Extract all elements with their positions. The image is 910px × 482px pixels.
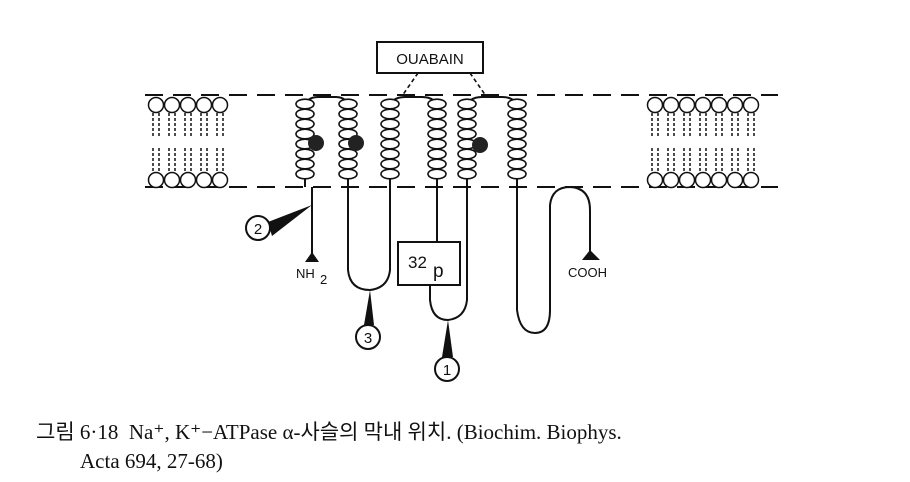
helix-turn bbox=[507, 168, 527, 180]
helix-turn bbox=[380, 118, 400, 130]
helix-turn bbox=[507, 128, 527, 140]
caption-text: Na⁺, K⁺−ATPase α-사슬의 막내 위치. (Biochim. Bi… bbox=[128, 420, 622, 444]
membrane-boundaries bbox=[145, 94, 778, 188]
helix-turn bbox=[427, 118, 447, 130]
helix-turn bbox=[457, 148, 477, 160]
site-1: 1 bbox=[434, 320, 460, 382]
svg-text:2: 2 bbox=[320, 272, 327, 287]
helix-turn bbox=[507, 138, 527, 150]
phosphorylation-label: 32 bbox=[408, 253, 427, 272]
transmembrane-helices bbox=[295, 98, 527, 180]
helix-turn bbox=[380, 108, 400, 120]
site-2: 2 bbox=[245, 205, 312, 241]
helix-turn bbox=[380, 148, 400, 160]
phosphorylation-sub: p bbox=[433, 261, 444, 282]
binding-dots bbox=[308, 135, 488, 153]
caption-reference: Acta 694, 27-68) bbox=[80, 449, 223, 473]
helix-turn bbox=[457, 128, 477, 140]
ouabain-box: OUABAIN bbox=[376, 41, 487, 97]
helix-turn bbox=[457, 98, 477, 110]
helix-turn bbox=[507, 118, 527, 130]
helix-turn bbox=[427, 158, 447, 170]
helix-turn bbox=[380, 98, 400, 110]
helix-turn bbox=[427, 168, 447, 180]
phosphorylation-box: 32 p bbox=[397, 241, 461, 286]
helix-turn bbox=[338, 118, 358, 130]
helix-turn bbox=[380, 138, 400, 150]
helix-turn bbox=[295, 158, 315, 170]
helix-turn bbox=[295, 108, 315, 120]
helix-turn bbox=[380, 158, 400, 170]
helix-turn bbox=[295, 148, 315, 160]
svg-text:1: 1 bbox=[443, 362, 451, 379]
helix-turn bbox=[457, 108, 477, 120]
helix-turn bbox=[338, 158, 358, 170]
helix-turn bbox=[338, 168, 358, 180]
site-3: 3 bbox=[355, 290, 381, 350]
helix-turn bbox=[457, 118, 477, 130]
figure-caption: 그림 6·18 Na⁺, K⁺−ATPase α-사슬의 막내 위치. (Bio… bbox=[36, 418, 622, 476]
lipid-bilayer-left bbox=[147, 96, 229, 189]
helix-turn bbox=[427, 108, 447, 120]
helix-turn bbox=[507, 98, 527, 110]
ouabain-label: OUABAIN bbox=[396, 51, 464, 68]
svg-text:COOH: COOH bbox=[568, 265, 607, 280]
helix-turn bbox=[295, 118, 315, 130]
svg-text:2: 2 bbox=[254, 221, 262, 238]
helix-turn bbox=[380, 128, 400, 140]
helix-turn bbox=[427, 98, 447, 110]
helix-turn bbox=[427, 148, 447, 160]
svg-text:3: 3 bbox=[364, 330, 372, 347]
helix-turn bbox=[507, 148, 527, 160]
helix-turn bbox=[380, 168, 400, 180]
lipid-bilayer-right bbox=[646, 96, 760, 189]
helix-turn bbox=[295, 168, 315, 180]
figure-number: 그림 6·18 bbox=[36, 420, 119, 444]
helix-turn bbox=[295, 98, 315, 110]
helix-turn bbox=[338, 108, 358, 120]
helix-turn bbox=[457, 158, 477, 170]
n-terminus: NH 2 bbox=[296, 252, 327, 287]
helix-turn bbox=[457, 168, 477, 180]
helix-turn bbox=[507, 108, 527, 120]
helix-turn bbox=[427, 138, 447, 150]
helix-turn bbox=[507, 158, 527, 170]
helix-turn bbox=[427, 128, 447, 140]
c-terminus: COOH bbox=[568, 250, 607, 280]
helix-turn bbox=[338, 98, 358, 110]
svg-text:NH: NH bbox=[296, 266, 315, 281]
